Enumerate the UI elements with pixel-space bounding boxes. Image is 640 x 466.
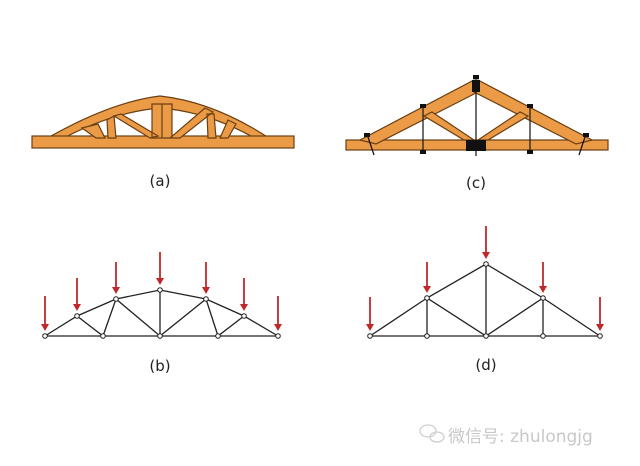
truss-a-wood-bowstring xyxy=(31,95,295,149)
truss-c-ridge-plate xyxy=(472,80,480,92)
truss-d-nodes xyxy=(367,261,603,339)
truss-a-webs xyxy=(80,103,237,139)
label-a: (a) xyxy=(149,172,171,190)
truss-c-bolts xyxy=(364,75,589,156)
truss-d-webs xyxy=(426,264,544,338)
truss-d-top-chord xyxy=(369,263,601,337)
truss-c-right-diagonal xyxy=(476,111,530,141)
wechat-icon xyxy=(419,424,445,443)
truss-b-nodes xyxy=(42,287,281,339)
truss-c-left-diagonal xyxy=(422,111,476,141)
watermark-text: 微信号: zhulongjg xyxy=(448,427,593,447)
truss-c-center-plate xyxy=(466,140,486,151)
truss-c-wood-triangular xyxy=(345,75,609,156)
truss-b-webs xyxy=(76,290,245,338)
label-d: (d) xyxy=(475,356,497,374)
truss-b-top-chord xyxy=(44,289,279,337)
truss-d-load-arrows xyxy=(366,226,604,331)
label-c: (c) xyxy=(466,174,486,192)
truss-b-line-diagram xyxy=(41,252,282,339)
truss-d-line-diagram xyxy=(366,226,604,339)
truss-b-load-arrows xyxy=(41,252,282,331)
label-b: (b) xyxy=(149,357,171,375)
